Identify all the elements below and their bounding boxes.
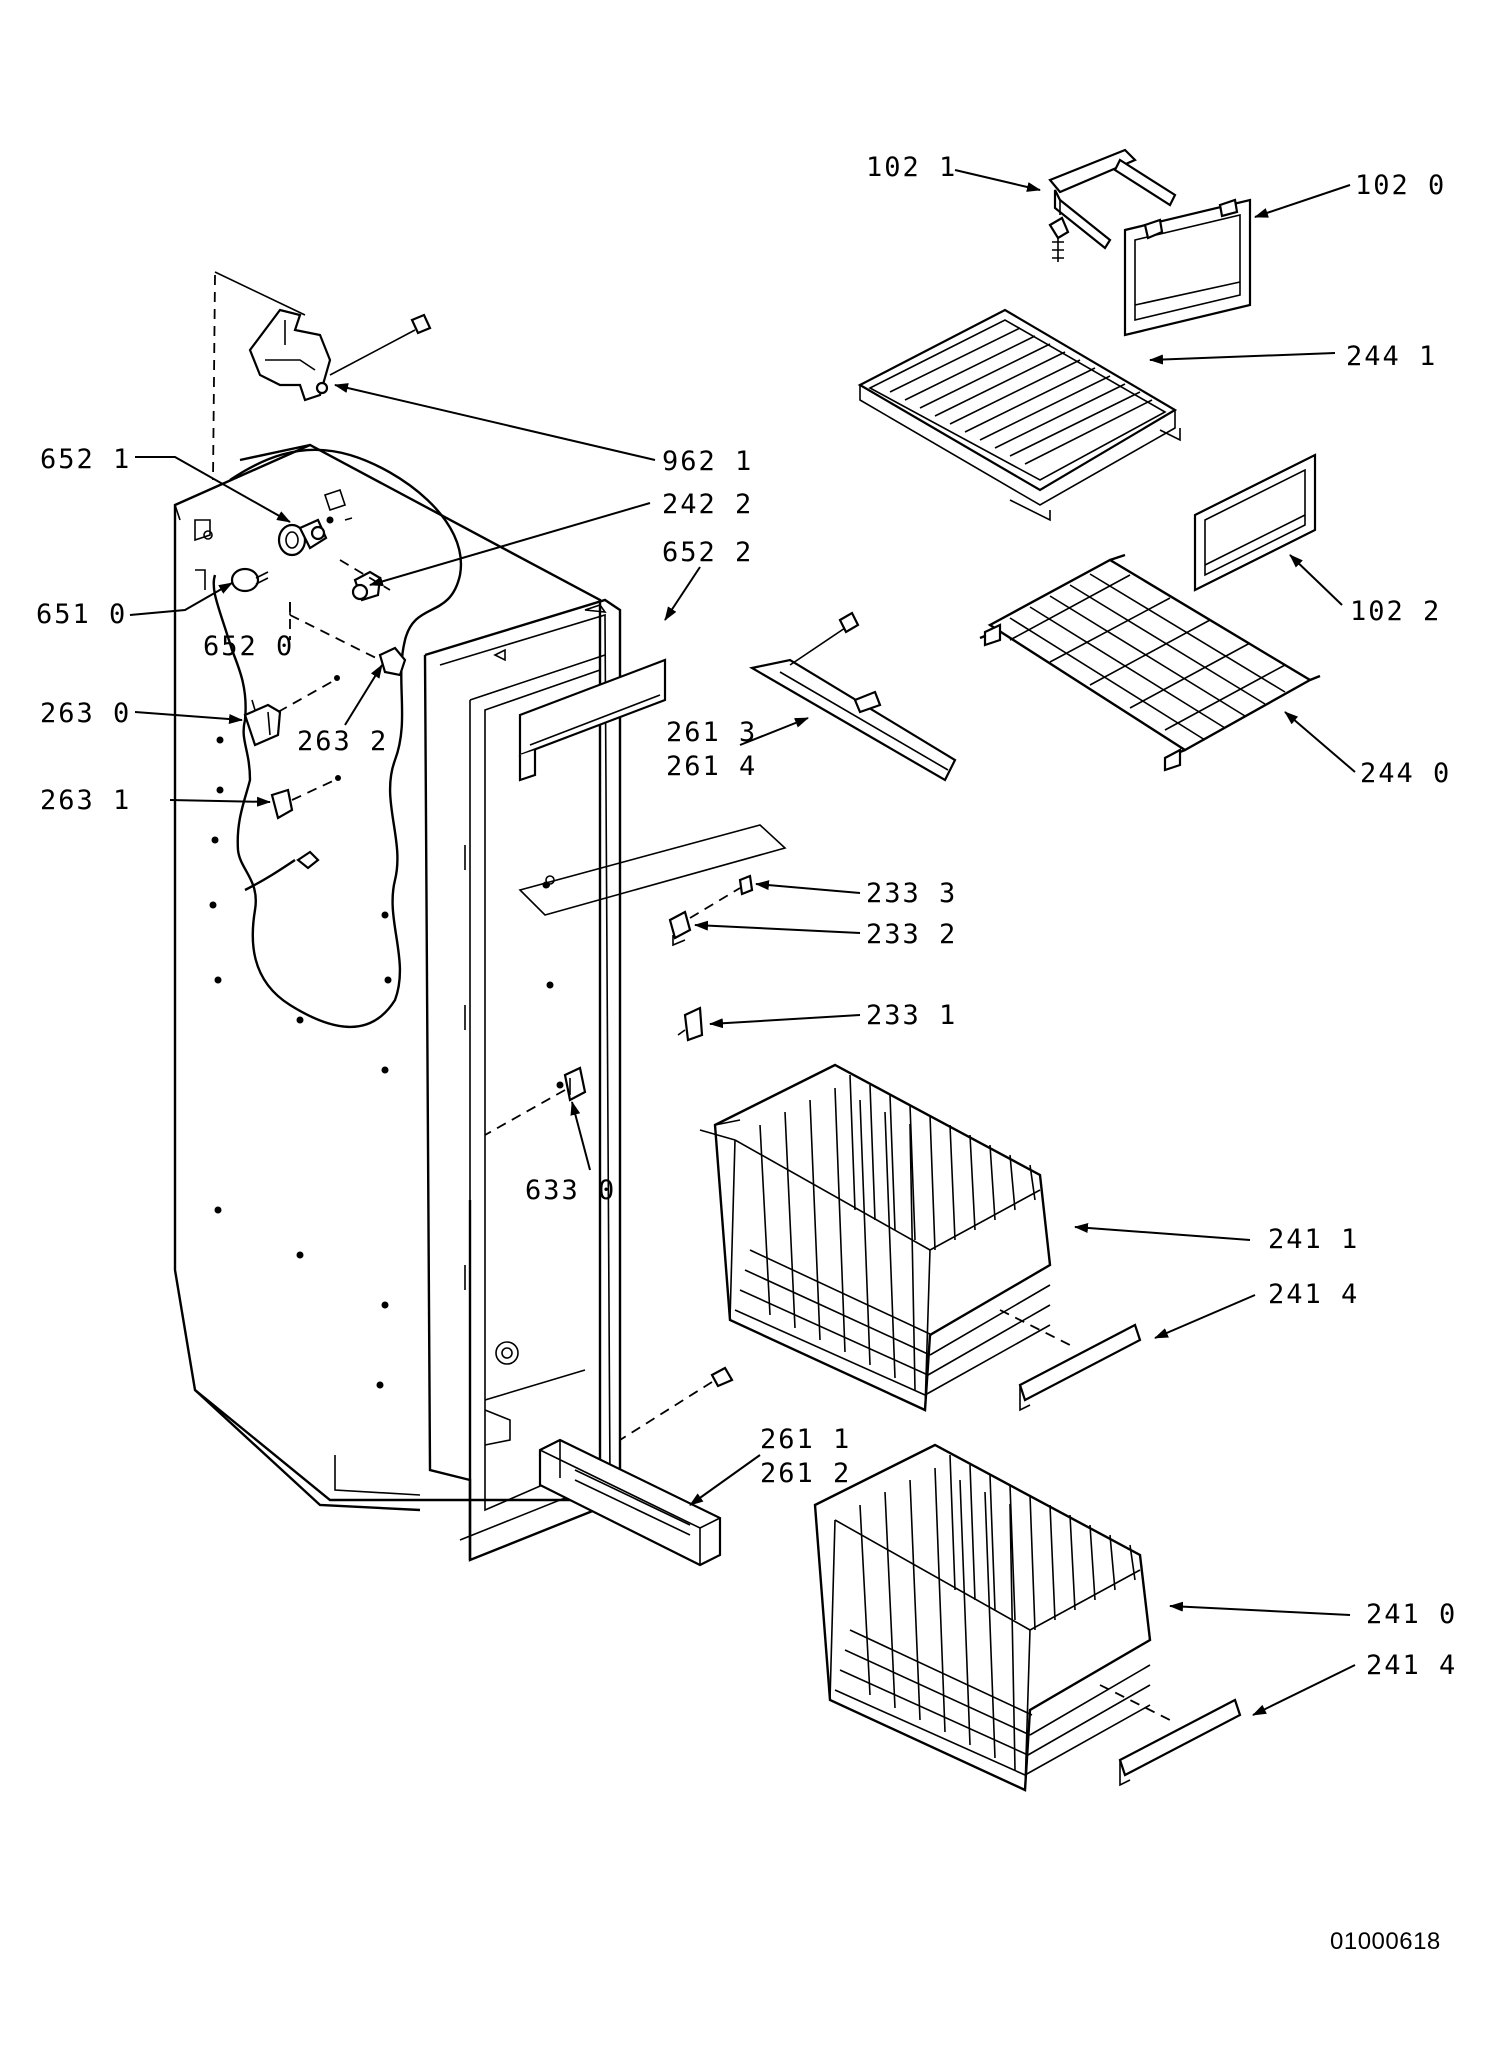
callout-242-2: 242 2 [662,489,754,520]
callout-261-4: 261 4 [666,751,758,782]
screw-lower [296,850,320,870]
basket-241-1 [699,1063,1052,1412]
wiring-harness [212,448,463,1029]
front-frame [423,598,622,1562]
sensor-263-1 [270,775,341,820]
callout-241-0: 241 0 [1366,1599,1458,1630]
callout-102-2: 102 2 [1350,596,1442,627]
switch-633-0 [484,1066,587,1136]
callout-233-1: 233 1 [866,1000,958,1031]
callout-962-1: 962 1 [662,446,754,477]
callout-651-0: 651 0 [36,599,128,630]
callout-263-1: 263 1 [40,785,132,816]
callout-263-0: 263 0 [40,698,132,729]
callout-241-4-upper: 241 4 [1268,1279,1360,1310]
front-trim-261-1 [538,1366,734,1567]
light-cover-233-3 [518,824,787,916]
basket-241-0 [813,1443,1152,1792]
switch-242-2 [339,559,391,602]
centerline [212,274,216,481]
shelf-trim-102-0 [1123,198,1252,337]
light-assembly [230,517,353,640]
glass-shelf-244-1 [857,308,1181,522]
callout-652-0: 652 0 [203,631,295,662]
basket-front-241-4-lower [1099,1684,1242,1787]
wire-shelf-244-0 [979,553,1321,772]
callout-261-2: 261 2 [760,1458,852,1489]
callout-633-0: 633 0 [525,1175,617,1206]
callout-244-1: 244 1 [1346,341,1438,372]
callout-233-2: 233 2 [866,919,958,950]
mounting-holes [209,516,564,1389]
callout-652-1: 652 1 [40,444,132,475]
callout-261-1: 261 1 [760,1424,852,1455]
callout-261-3: 261 3 [666,717,758,748]
callout-102-1: 102 1 [866,152,958,183]
shelf-support-102-1 [1048,148,1177,262]
leader-lines [129,169,1356,1716]
cabinet-liner [173,443,602,1512]
callout-102-0: 102 0 [1355,170,1447,201]
callout-244-0: 244 0 [1360,758,1452,789]
shelf-trim-102-2 [1193,453,1317,592]
thermostat-263-0 [243,675,340,747]
clip-233-1 [677,1006,704,1042]
basket-front-241-4-upper [999,1309,1142,1412]
rail-261-3 [748,611,957,782]
document-number: 01000618 [1330,1928,1441,1955]
callout-652-2: 652 2 [662,537,754,568]
bracket-962-1 [248,308,432,402]
duct-652-2 [518,658,667,782]
callout-241-4-lower: 241 4 [1366,1650,1458,1681]
callout-233-3: 233 3 [866,878,958,909]
clip-263-2 [289,614,407,677]
callout-241-1: 241 1 [1268,1224,1360,1255]
clip-233-2 [668,887,741,947]
callout-263-2: 263 2 [297,726,389,757]
